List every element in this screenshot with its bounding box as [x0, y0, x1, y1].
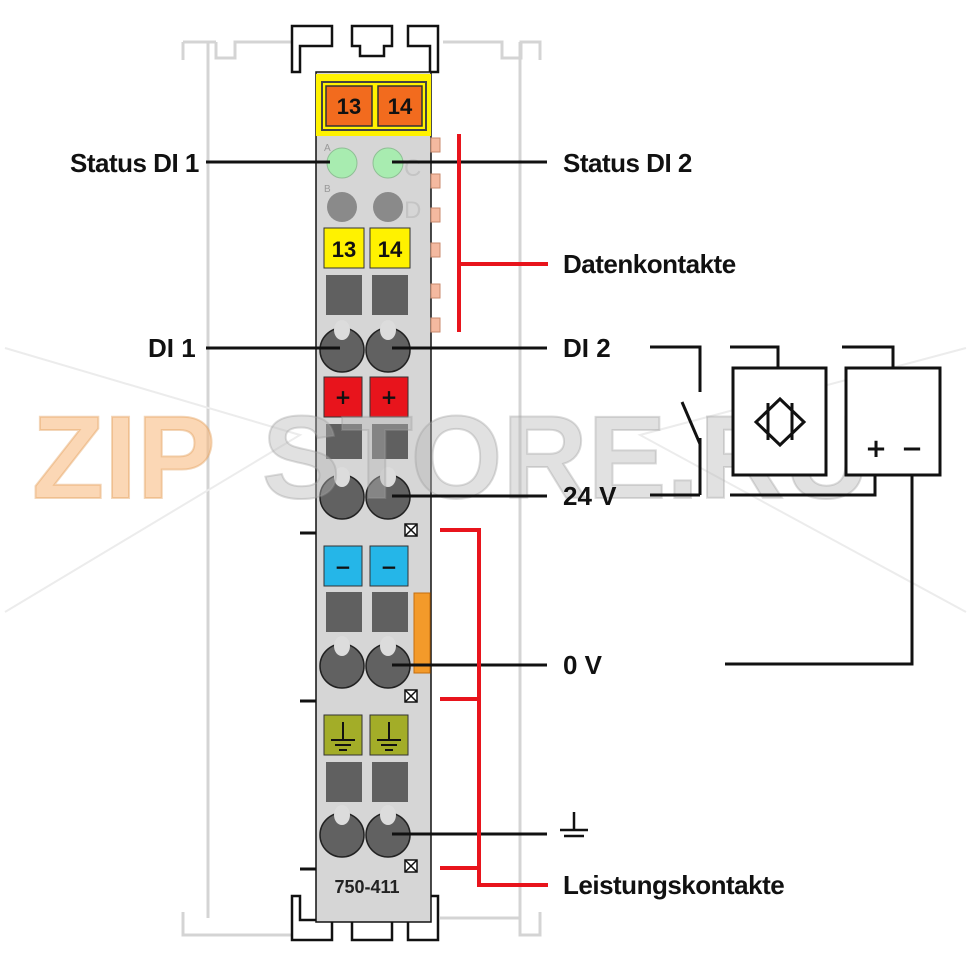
minus-marker-1	[323, 545, 363, 587]
orange-label-13: 13	[337, 94, 361, 119]
external-wiring	[650, 345, 914, 666]
power-jumper-strip	[413, 592, 431, 674]
label-24v: 24 V	[563, 481, 617, 511]
led-letter-a: A	[324, 143, 331, 154]
yellow-marker-13	[323, 227, 365, 269]
release-buttons	[326, 275, 408, 802]
sensor-diamond-icon	[753, 396, 807, 448]
plus-symbol-2: +	[381, 385, 398, 409]
led-letter-b: B	[324, 184, 331, 195]
plus-marker-1	[323, 376, 363, 418]
ground-marker-1	[323, 714, 363, 756]
power-supply	[844, 366, 942, 477]
supply-plus: +	[865, 434, 887, 464]
led-unused-2	[373, 192, 403, 222]
watermark-part1: ZIP	[32, 392, 216, 524]
data-contact-pads	[430, 137, 441, 333]
proximity-sensor	[731, 366, 828, 477]
callout-lines	[206, 160, 547, 836]
led-letter-d: D	[404, 197, 421, 224]
status-led-di1	[326, 147, 358, 179]
label-status-di2: Status DI 2	[563, 148, 692, 178]
top-clip	[290, 24, 334, 74]
power-contacts-bracket	[440, 528, 548, 887]
yellow-marker-14	[369, 227, 411, 269]
minus-symbol-2: −	[381, 555, 398, 579]
label-datenkontakte: Datenkontakte	[563, 249, 736, 279]
bottom-clip	[290, 894, 334, 942]
ground-icon	[560, 812, 588, 838]
terminal-openings	[334, 320, 396, 825]
label-di2: DI 2	[563, 333, 611, 363]
yellow-label-14: 14	[378, 237, 403, 262]
data-contacts-bracket	[457, 134, 548, 332]
ground-icon-marker	[331, 722, 401, 751]
plus-symbol-1: +	[335, 385, 352, 409]
minus-marker-2	[369, 545, 409, 587]
orange-marker-14	[377, 85, 423, 127]
label-di1: DI 1	[148, 333, 196, 363]
side-notches	[300, 531, 316, 871]
label-status-di1: Status DI 1	[70, 148, 199, 178]
led-unused-1	[327, 192, 357, 222]
orange-marker-13	[325, 85, 373, 127]
power-contact-springs	[404, 523, 418, 873]
part-number: 750-411	[334, 877, 399, 897]
yellow-label-13: 13	[332, 237, 356, 262]
din-rail-outline	[181, 40, 542, 937]
minus-symbol-1: −	[335, 555, 352, 579]
supply-minus: −	[901, 434, 923, 464]
led-letter-c: C	[404, 155, 421, 182]
label-0v: 0 V	[563, 650, 603, 680]
plus-marker-2	[369, 376, 409, 418]
orange-label-14: 14	[388, 94, 413, 119]
terminal-clamps	[319, 327, 411, 858]
label-leistungskontakte: Leistungskontakte	[563, 870, 784, 900]
